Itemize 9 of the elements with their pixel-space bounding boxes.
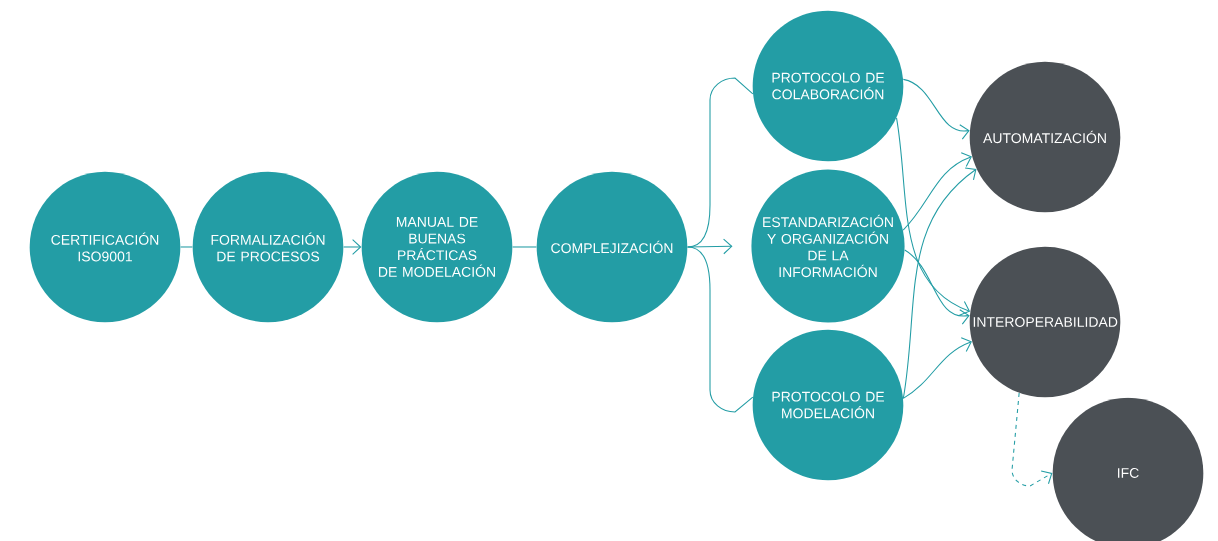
- arrow: [343, 239, 362, 255]
- arrow: [687, 238, 733, 255]
- arrow: [902, 337, 972, 399]
- arrow: [902, 167, 977, 399]
- arrow: [896, 117, 971, 316]
- arrow: [1011, 392, 1053, 487]
- arrow: [902, 78, 970, 140]
- arrow: [902, 152, 972, 231]
- arrow: [904, 249, 970, 325]
